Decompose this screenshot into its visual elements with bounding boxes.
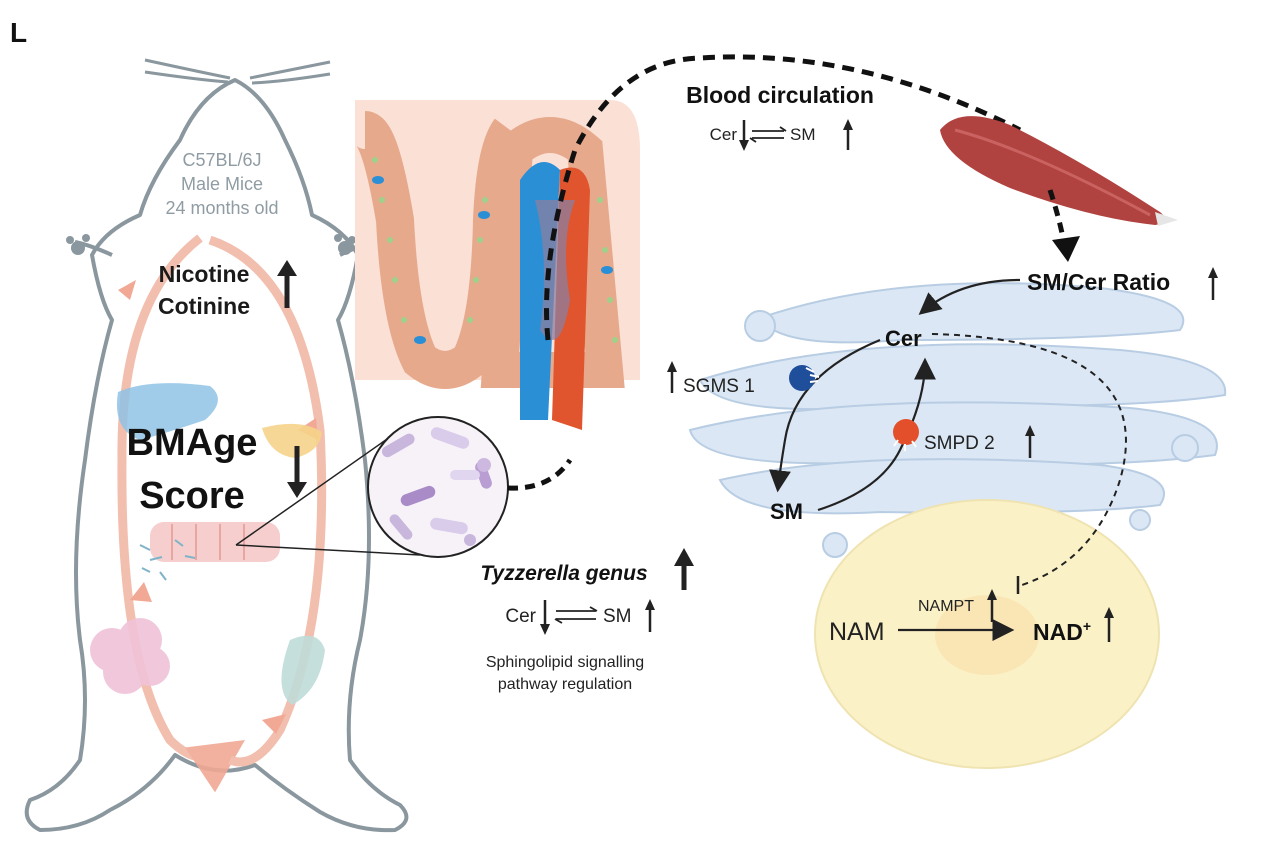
- pathway-note-line1: Sphingolipid signalling: [486, 654, 644, 671]
- circulation-loop: [117, 234, 327, 793]
- bacteria-magnified: [367, 416, 509, 558]
- nicotine-label: Nicotine: [159, 261, 250, 287]
- sm-cer-ratio-label: SM/Cer Ratio: [1027, 269, 1170, 295]
- zoom-lines: [235, 429, 421, 556]
- microbe-cer-label: Cer: [505, 606, 536, 627]
- circulation-cer-label: Cer: [710, 125, 738, 144]
- microbe-sm-up-arrow: [645, 599, 655, 632]
- mouse-strain: C57BL/6J: [182, 150, 261, 170]
- smpd2-label: SMPD 2: [924, 433, 995, 454]
- circulation-equilibrium-arrows: [749, 126, 787, 143]
- bmage-down-arrow: [287, 446, 307, 498]
- nicotine-up-arrow: [277, 260, 297, 308]
- muscle-arrowhead: [1052, 236, 1080, 262]
- villus-illustration: [355, 100, 640, 430]
- pathway-note-line2: pathway regulation: [498, 676, 632, 693]
- cotinine-label: Cotinine: [158, 293, 250, 319]
- cell-nuclei: [372, 157, 618, 343]
- tyzzerella-up-arrow: [674, 548, 694, 590]
- microbe-sm-label: SM: [603, 606, 632, 627]
- liver-icon: [116, 383, 218, 440]
- circulation-sm-up-arrow: [843, 119, 853, 150]
- epithelium-right: [480, 117, 625, 388]
- nad-text: NAD: [1033, 619, 1083, 645]
- nucleus: [814, 499, 1160, 769]
- nampt-up-arrow: [987, 589, 997, 622]
- golgi-sm-label: SM: [770, 499, 803, 524]
- nad-label: NAD+: [1033, 618, 1091, 645]
- golgi-apparatus: [688, 282, 1227, 558]
- sgms1-up-arrow: [667, 361, 677, 393]
- goblet-cells: [372, 176, 613, 344]
- cer-to-sm-arrow: [769, 338, 881, 493]
- gallbladder-icon: [262, 423, 322, 458]
- ratio-to-cer-arrow: [918, 278, 1021, 315]
- tyzzerella-label: Tyzzerella genus: [480, 562, 647, 585]
- nam-label: NAM: [829, 618, 885, 646]
- smpd2-up-arrow: [1025, 425, 1035, 458]
- smpd2-enzyme-icon: [893, 419, 919, 451]
- score-label: Score: [139, 475, 245, 517]
- mouse-paws: [66, 234, 356, 255]
- nad-superscript: +: [1083, 618, 1091, 634]
- circulation-sm-label: SM: [790, 125, 816, 144]
- whiskers: [144, 58, 331, 85]
- sm-to-cer-arrow: [817, 357, 936, 512]
- cer-inhibition-path: [931, 333, 1127, 586]
- microbe-cer-down-arrow: [540, 600, 550, 635]
- mouse-age: 24 months old: [165, 198, 278, 218]
- muscle-icon: [940, 116, 1178, 226]
- golgi-cer-label: Cer: [885, 326, 922, 351]
- intestine-icon: [150, 522, 280, 562]
- microbe-dashed-link: [507, 458, 573, 491]
- bladder-icon: [281, 635, 325, 705]
- bacteria-cluster-icon: [139, 539, 196, 581]
- lacteal: [535, 200, 575, 340]
- ratio-up-arrow: [1208, 267, 1218, 300]
- panel-letter: L: [10, 17, 27, 48]
- blood-circulation-path: [544, 54, 1022, 341]
- sgms1-label: SGMS 1: [683, 376, 755, 397]
- sgms1-enzyme-icon: [789, 365, 820, 391]
- epithelium-left: [355, 111, 526, 389]
- lung-icon: [90, 618, 170, 694]
- bmage-label: BMAge: [127, 422, 258, 464]
- circulation-cer-down-arrow: [739, 120, 749, 151]
- mouse-sex: Male Mice: [181, 174, 263, 194]
- nampt-label: NAMPT: [918, 598, 974, 615]
- nad-up-arrow: [1104, 607, 1114, 642]
- blood-circulation-title: Blood circulation: [686, 82, 874, 108]
- microbe-equilibrium-arrows: [554, 606, 598, 624]
